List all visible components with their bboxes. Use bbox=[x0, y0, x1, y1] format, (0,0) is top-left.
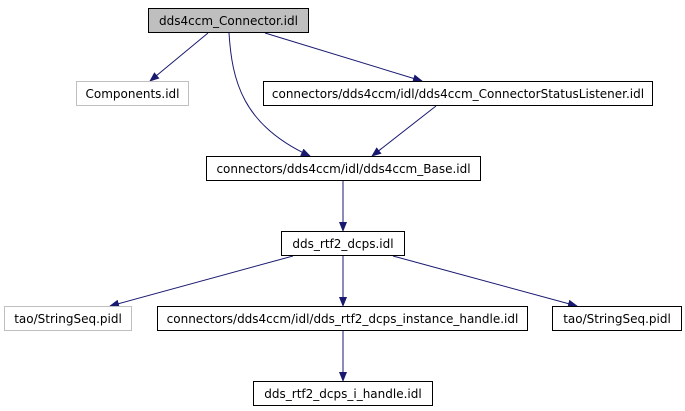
edge-status-listener-to-base bbox=[371, 105, 437, 157]
edge-root-to-components bbox=[149, 32, 209, 82]
node-dds4ccm-connector[interactable]: dds4ccm_Connector.idl bbox=[148, 8, 309, 33]
edge-rtf2-dcps-to-stringseq-right bbox=[392, 255, 578, 308]
node-dds-rtf2-dcps[interactable]: dds_rtf2_dcps.idl bbox=[281, 231, 405, 256]
node-dds-rtf2-dcps-i-handle[interactable]: dds_rtf2_dcps_i_handle.idl bbox=[253, 381, 433, 406]
node-connector-status-listener[interactable]: connectors/dds4ccm/idl/dds4ccm_Connector… bbox=[263, 81, 653, 106]
node-components[interactable]: Components.idl bbox=[76, 81, 189, 106]
node-dds4ccm-base[interactable]: connectors/dds4ccm/idl/dds4ccm_Base.idl bbox=[206, 156, 481, 181]
node-stringseq-left[interactable]: tao/StringSeq.pidl bbox=[4, 306, 132, 331]
edge-rtf2-dcps-to-stringseq-left bbox=[109, 255, 294, 308]
edge-root-to-base bbox=[228, 32, 311, 157]
node-stringseq-right[interactable]: tao/StringSeq.pidl bbox=[552, 306, 682, 331]
node-instance-handle[interactable]: connectors/dds4ccm/idl/dds_rtf2_dcps_ins… bbox=[157, 306, 528, 331]
edge-root-to-status-listener bbox=[264, 32, 423, 83]
